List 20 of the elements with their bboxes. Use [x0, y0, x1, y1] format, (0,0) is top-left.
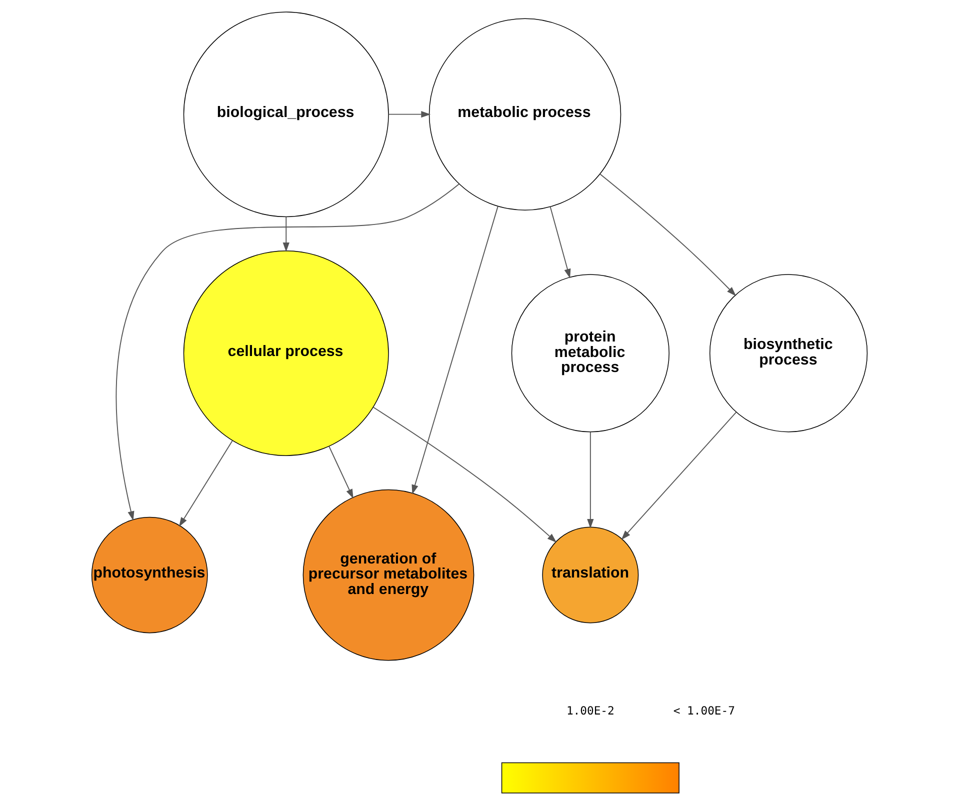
node-circle: metabolic process [428, 18, 622, 210]
arrow [412, 206, 498, 494]
node-circle: biological_process [183, 12, 389, 218]
node-circle: protein metabolic process [511, 274, 670, 432]
arrow [178, 440, 233, 527]
arrow [587, 432, 594, 529]
arrow [600, 173, 736, 296]
node-bar [501, 762, 680, 794]
arrow [372, 406, 557, 543]
node-circle: translation [542, 526, 639, 624]
label: < 1.00E-7 [673, 703, 735, 718]
arrow [282, 216, 290, 252]
arrow [328, 446, 354, 499]
arrow [388, 111, 431, 118]
node-circle: biosynthetic process [709, 274, 868, 432]
arrow [550, 206, 571, 278]
node-circle: cellular process [183, 250, 389, 456]
arrow [621, 412, 737, 540]
label: 1.00E-2 [566, 703, 614, 718]
arrow [116, 184, 460, 521]
